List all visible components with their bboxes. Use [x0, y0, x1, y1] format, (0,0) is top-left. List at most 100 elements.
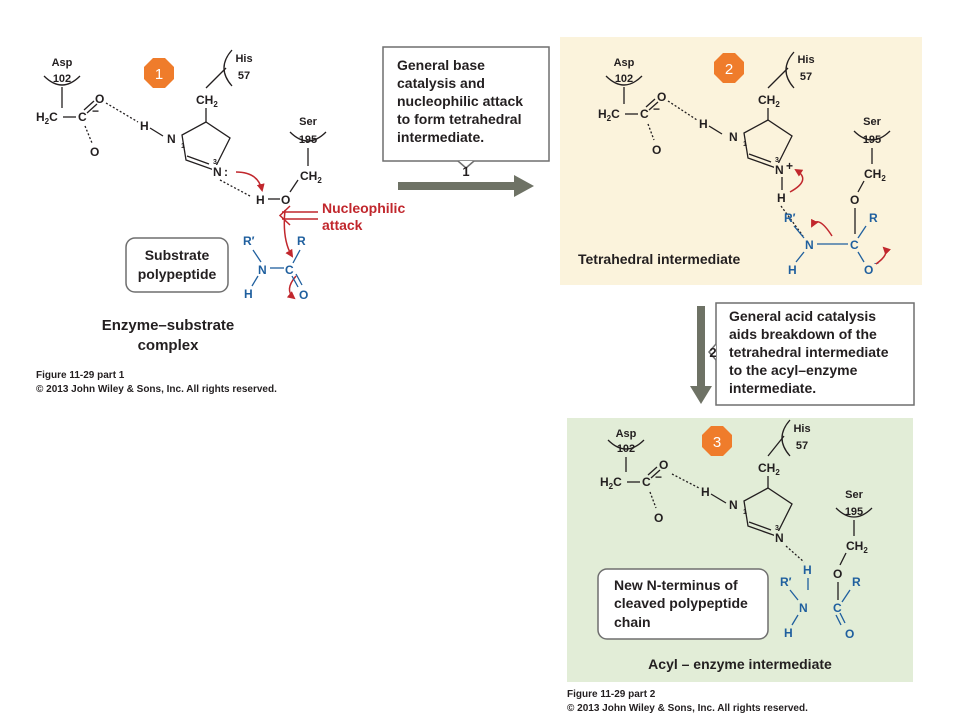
svg-text:New N-terminus of: New N-terminus of: [614, 577, 738, 593]
svg-text:H: H: [699, 117, 708, 131]
svg-text:CH2: CH2: [846, 539, 868, 555]
substrate-box-line2: polypeptide: [138, 266, 217, 282]
svg-text:O: O: [659, 458, 668, 472]
ser-hydrogen: H: [256, 193, 265, 207]
step2-number: 2: [709, 345, 716, 360]
svg-text:Asp: Asp: [616, 428, 637, 440]
svg-text:Asp: Asp: [614, 57, 635, 69]
svg-text:R′: R′: [780, 575, 792, 589]
carboxyl-oxygen-bottom: O: [90, 145, 99, 159]
svg-text:General acid catalysis: General acid catalysis: [729, 308, 876, 324]
svg-text:His: His: [797, 54, 814, 66]
asp-residue-arc: [43, 75, 81, 86]
svg-text:195: 195: [863, 134, 881, 146]
substrate-r-prime: R′: [243, 234, 255, 248]
substrate-carbonyl-c: C: [285, 263, 294, 277]
his-residue-arc: [223, 49, 233, 87]
svg-text:−: −: [653, 102, 660, 116]
step-badge-2: 2: [714, 53, 744, 83]
svg-text:cleaved polypeptide: cleaved polypeptide: [614, 595, 748, 611]
svg-text:N: N: [729, 130, 738, 144]
tetrahedral-panel: [560, 37, 922, 285]
svg-text:195: 195: [845, 506, 863, 518]
svg-text:1: 1: [743, 141, 747, 148]
svg-text:intermediate.: intermediate.: [729, 380, 816, 396]
substrate-nitrogen: N: [258, 263, 267, 277]
svg-text:R: R: [852, 575, 861, 589]
svg-text:N: N: [799, 601, 808, 615]
enzyme-substrate-caption: Enzyme–substrate: [102, 317, 235, 334]
svg-text:N: N: [775, 531, 784, 545]
svg-text:O: O: [657, 90, 666, 104]
substrate-r: R: [297, 234, 306, 248]
svg-text:3: 3: [775, 157, 779, 164]
svg-text:CH2: CH2: [864, 167, 886, 183]
svg-text:3: 3: [213, 159, 217, 166]
svg-text:O: O: [845, 627, 854, 641]
carboxyl-minus: −: [92, 104, 99, 118]
svg-text:H: H: [784, 626, 793, 640]
svg-text:+: +: [786, 159, 793, 173]
nucleophilic-attack-label: Nucleophilic: [322, 200, 405, 216]
svg-text:3: 3: [713, 434, 721, 451]
svg-text:H: H: [777, 191, 786, 205]
carboxyl-carbon: C: [78, 110, 87, 124]
tetrahedral-caption: Tetrahedral intermediate: [578, 251, 741, 267]
svg-text:O: O: [652, 143, 661, 157]
h2c-atom: H2C: [36, 110, 58, 126]
asp-number: 102: [53, 73, 71, 85]
svg-text:R′: R′: [784, 211, 796, 225]
svg-text:O: O: [850, 193, 859, 207]
step1-description: General base catalysis and nucleophilic …: [382, 46, 550, 197]
step1-arrow: [398, 182, 514, 190]
substrate-amide-h: H: [244, 287, 253, 301]
svg-text:O: O: [833, 567, 842, 581]
svg-text:R: R: [869, 211, 878, 225]
ser-oxygen: O: [281, 193, 290, 207]
his-ch2: CH2: [196, 93, 218, 109]
svg-text:General base: General base: [397, 57, 485, 73]
svg-text:O: O: [654, 511, 663, 525]
svg-text:1: 1: [155, 66, 163, 83]
svg-text:© 2013 John Wiley & Sons, Inc.: © 2013 John Wiley & Sons, Inc. All right…: [567, 703, 808, 714]
svg-text:complex: complex: [138, 337, 200, 354]
step1-number: 1: [462, 164, 469, 179]
svg-text:O: O: [864, 263, 873, 277]
his-number: 57: [238, 70, 250, 82]
imidazole-ring: [181, 121, 231, 171]
svg-text:to the acyl–enzyme: to the acyl–enzyme: [729, 362, 858, 378]
step2-description: General acid catalysis aids breakdown of…: [690, 302, 915, 406]
svg-text:H: H: [803, 563, 812, 577]
his-n1-hydrogen: H: [140, 119, 149, 133]
step-badge-1: 1: [144, 58, 174, 88]
svg-text:attack: attack: [322, 217, 363, 233]
new-n-terminus-box: [597, 568, 769, 640]
his-n1: N: [167, 132, 176, 146]
lone-pair: :: [224, 165, 228, 179]
svg-text:H2C: H2C: [600, 475, 622, 491]
svg-text:H2C: H2C: [598, 107, 620, 123]
svg-text:CH2: CH2: [758, 461, 780, 477]
svg-text:N: N: [775, 163, 784, 177]
his-n3: N: [213, 165, 222, 179]
svg-text:C: C: [642, 475, 651, 489]
carboxyl-oxygen-top: O: [95, 92, 104, 106]
substrate-box-line1: Substrate: [145, 247, 210, 263]
ser-number: 195: [299, 134, 317, 146]
asp-label: Asp: [52, 57, 73, 69]
svg-text:catalysis and: catalysis and: [397, 75, 485, 91]
enzyme-substrate-complex: Asp 102 H2C C − O O H His 57 CH2 N 1 N 3…: [36, 49, 405, 395]
svg-text:C: C: [640, 107, 649, 121]
svg-text:intermediate.: intermediate.: [397, 129, 484, 145]
svg-text:1: 1: [181, 143, 185, 150]
svg-text:C: C: [850, 238, 859, 252]
tetrahedral-intermediate: Asp 102 H2C C − O O H His 57 CH2 N 1 N 3…: [578, 51, 892, 277]
svg-text:N: N: [805, 238, 814, 252]
svg-text:3: 3: [775, 525, 779, 532]
svg-text:N: N: [729, 498, 738, 512]
step2-arrow: [697, 306, 705, 386]
svg-text:102: 102: [617, 443, 635, 455]
svg-text:H: H: [788, 263, 797, 277]
svg-text:2: 2: [725, 61, 733, 78]
